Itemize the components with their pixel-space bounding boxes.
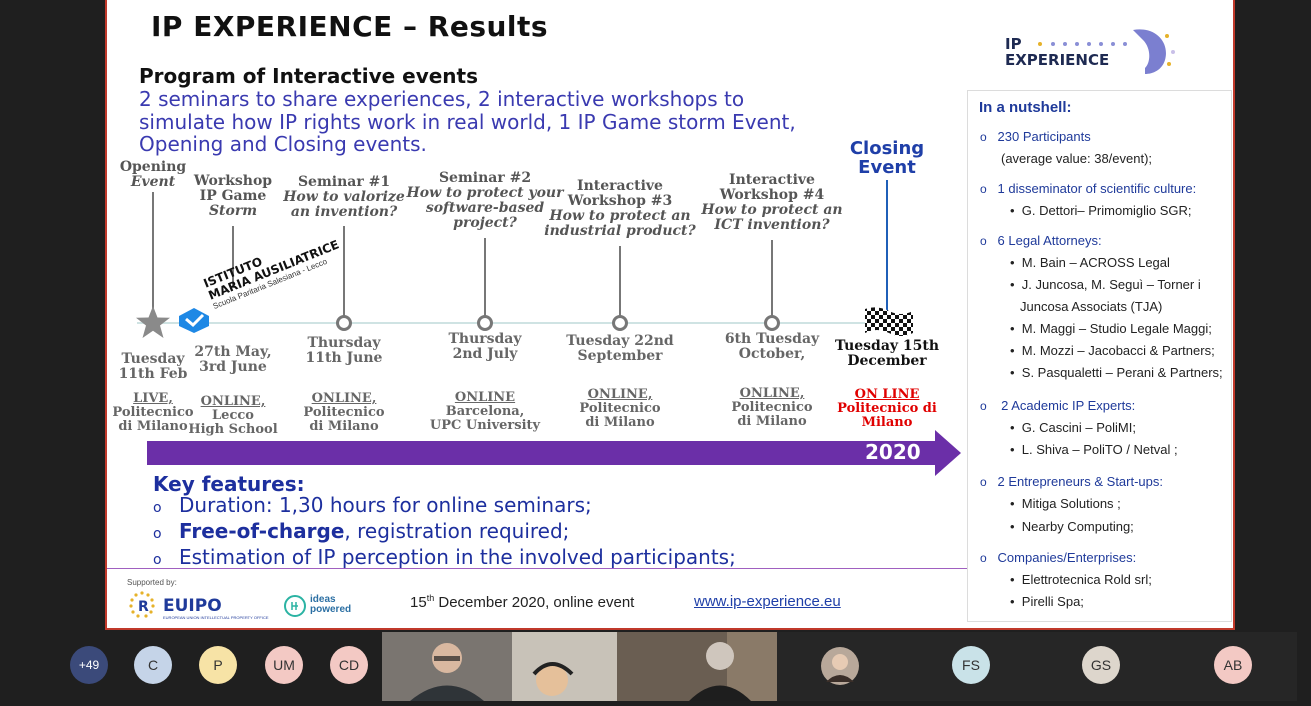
ip-experience-logo: IP EXPERIENCE xyxy=(1005,22,1180,82)
participant-avatar[interactable]: GS xyxy=(1082,646,1120,684)
program-description: 2 seminars to share experiences, 2 inter… xyxy=(139,87,796,156)
svg-text:R: R xyxy=(138,599,149,615)
eu-stars-icon: R xyxy=(129,591,155,618)
nutshell-company-item: • Pirelli Spa; xyxy=(1010,594,1084,609)
nutshell-entrepreneurs: o 2 Entrepreneurs & Start-ups: xyxy=(980,474,1164,489)
event-connector xyxy=(619,246,621,317)
nutshell-attorney-item-cont: Juncosa Associats (TJA) xyxy=(1020,299,1163,314)
more-participants-button[interactable]: +49 xyxy=(70,646,108,684)
ideas-powered-logo: ideas powered xyxy=(283,592,353,622)
nutshell-entrepreneur-item: • Mitiga Solutions ; xyxy=(1010,496,1121,511)
footer-website-link[interactable]: www.ip-experience.eu xyxy=(694,593,841,610)
nutshell-attorneys: o 6 Legal Attorneys: xyxy=(980,233,1102,248)
participant-video-tile[interactable] xyxy=(617,632,777,701)
participant-avatar[interactable]: P xyxy=(199,646,237,684)
nutshell-panel: In a nutshell: o 230 Participants (avera… xyxy=(967,90,1232,622)
event-connector xyxy=(771,240,773,317)
year-label: 2020 xyxy=(865,440,921,464)
event-node xyxy=(764,315,780,331)
nutshell-participants-avg: (average value: 38/event); xyxy=(1001,151,1153,166)
star-icon xyxy=(136,306,170,338)
checkered-flag-icon xyxy=(863,307,915,342)
event-connector xyxy=(232,226,234,288)
nutshell-expert-item: • G. Cascini – PoliMI; xyxy=(1010,420,1136,435)
nutshell-attorney-item: • M. Mozzi – Jacobacci & Partners; xyxy=(1010,343,1215,358)
participant-avatar[interactable]: C xyxy=(134,646,172,684)
key-features-title: Key features: xyxy=(153,472,305,496)
participant-avatar[interactable]: FS xyxy=(952,646,990,684)
participant-video-tile[interactable] xyxy=(382,632,512,701)
nutshell-disseminator: o 1 disseminator of scientific culture: xyxy=(980,181,1197,196)
program-title: Program of Interactive events xyxy=(139,64,479,88)
school-logo-icon xyxy=(179,308,209,333)
event-node xyxy=(477,315,493,331)
nutshell-expert-item: • L. Shiva – PoliTO / Netval ; xyxy=(1010,442,1178,457)
participant-avatar[interactable]: UM xyxy=(265,646,303,684)
year-arrow xyxy=(147,441,937,465)
nutshell-company-item: • Elettrotecnica Rold srl; xyxy=(1010,572,1152,587)
event-connector xyxy=(484,238,486,317)
event-date: 27th May,3rd June xyxy=(194,344,272,375)
nutshell-title: In a nutshell: xyxy=(979,99,1072,116)
nutshell-attorney-item: • M. Bain – ACROSS Legal xyxy=(1010,255,1170,270)
lightbulb-icon xyxy=(284,595,306,617)
nutshell-participants: o 230 Participants xyxy=(980,129,1091,144)
nutshell-experts: o 2 Academic IP Experts: xyxy=(980,398,1136,413)
participant-tile[interactable] xyxy=(777,632,907,701)
nutshell-attorney-item: • J. Juncosa, M. Seguì – Torner i xyxy=(1010,277,1201,292)
event-connector xyxy=(886,180,888,312)
participant-avatar[interactable]: AB xyxy=(1214,646,1252,684)
event-node xyxy=(612,315,628,331)
footer-date: 15th December 2020, online event xyxy=(410,593,635,611)
person-video-icon xyxy=(382,632,512,701)
nutshell-attorney-item: • M. Maggi – Studio Legale Maggi; xyxy=(1010,321,1212,336)
timeline-line xyxy=(137,322,897,324)
person-video-icon xyxy=(512,632,617,701)
supported-by-label: Supported by: xyxy=(127,578,177,587)
event-connector xyxy=(343,226,345,317)
nutshell-companies: o Companies/Enterprises: xyxy=(980,550,1137,565)
profile-photo-icon xyxy=(821,647,859,685)
nutshell-disseminator-item: • G. Dettori– Primomiglio SGR; xyxy=(1010,203,1192,218)
slide-title: IP EXPERIENCE – Results xyxy=(151,10,549,43)
year-arrow-head xyxy=(935,430,961,476)
event-connector xyxy=(152,192,154,313)
logo-graphic-icon xyxy=(1038,29,1175,75)
school-logo: ISTITUTO MARIA AUSILIATRICE Scuola Parit… xyxy=(177,237,341,338)
person-video-icon xyxy=(617,632,777,701)
footer-divider xyxy=(107,568,969,569)
nutshell-entrepreneur-item: • Nearby Computing; xyxy=(1010,519,1134,534)
event-node xyxy=(336,315,352,331)
euipo-logo: R EUIPO EUROPEAN UNION INTELLECTUAL PROP… xyxy=(127,590,269,624)
participant-video-tile[interactable] xyxy=(512,632,617,701)
nutshell-attorney-item: • S. Pasqualetti – Perani & Partners; xyxy=(1010,365,1223,380)
participant-avatar[interactable]: CD xyxy=(330,646,368,684)
